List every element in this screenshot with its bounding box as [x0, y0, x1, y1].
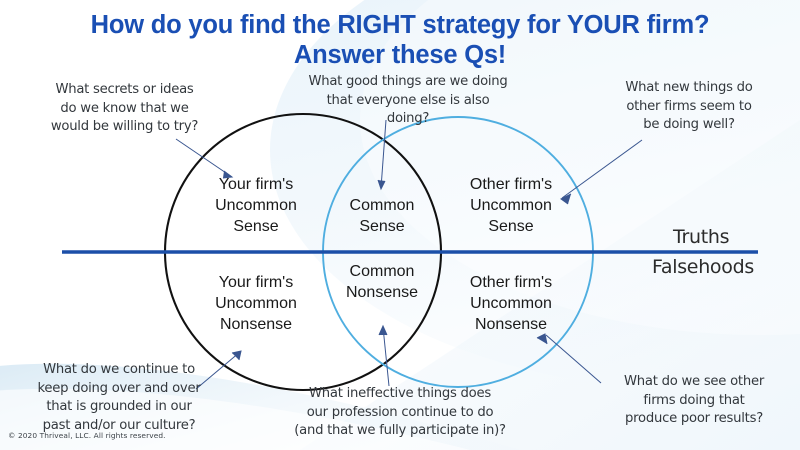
venn-region-other-firm-uncommon-sense: Other firm's Uncommon Sense	[469, 176, 553, 235]
callout-bottom-right: What do we see other firms doing that pr…	[624, 374, 764, 426]
callout-bottom-center: What ineffective things does our profess…	[294, 386, 506, 438]
axis-label-truths: Truths	[673, 226, 730, 248]
venn-region-your-firm-uncommon-nonsense: Your firm's Uncommon Nonsense	[215, 274, 297, 333]
page-title: How do you find the RIGHT strategy for Y…	[0, 10, 800, 70]
leader-line-top-right	[561, 139, 643, 199]
callout-top-center: What good things are we doing that every…	[308, 74, 508, 126]
callout-bottom-left: What do we continue to keep doing over a…	[37, 362, 201, 433]
venn-region-common-sense: Common Sense	[349, 197, 415, 235]
venn-region-other-firm-uncommon-nonsense: Other firm's Uncommon Nonsense	[469, 274, 553, 333]
leader-line-top-center	[380, 119, 387, 189]
venn-region-your-firm-uncommon-sense: Your firm's Uncommon Sense	[215, 176, 297, 235]
title-line-1: How do you find the RIGHT strategy for Y…	[90, 11, 710, 39]
leader-line-top-left	[175, 138, 233, 178]
callout-top-right: What new things do other firms seem to b…	[625, 80, 753, 132]
leader-line-bottom-left	[195, 351, 241, 390]
venn-region-common-nonsense: Common Nonsense	[345, 263, 419, 301]
leader-line-bottom-center	[382, 326, 390, 387]
callout-top-left: What secrets or ideas do we know that we…	[50, 82, 199, 134]
axis-label-falsehoods: Falsehoods	[652, 256, 754, 278]
copyright-footer: © 2020 Thriveal, LLC. All rights reserve…	[8, 431, 166, 440]
title-line-2: Answer these Qs!	[293, 41, 507, 69]
leader-line-bottom-right	[545, 334, 602, 384]
